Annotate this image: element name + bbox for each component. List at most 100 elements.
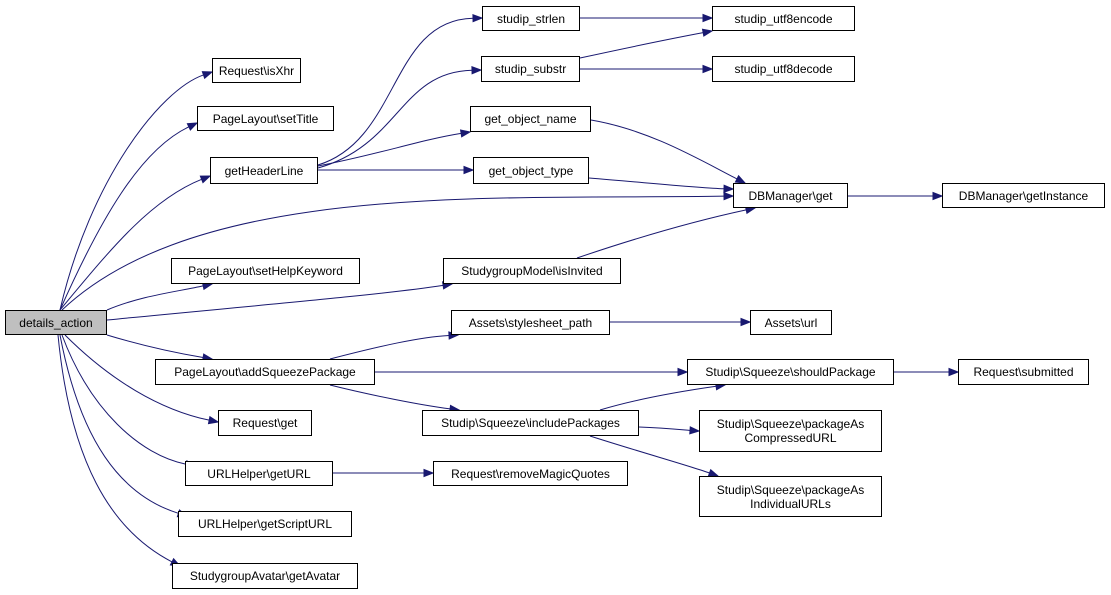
- arrowhead: [677, 367, 689, 377]
- node-includePackages[interactable]: Studip\Squeeze\includePackages: [422, 410, 639, 436]
- edge-details_action-to-setTitle: [59, 122, 199, 311]
- node-label: get_object_name: [484, 112, 577, 126]
- node-isInvited[interactable]: StudygroupModel\isInvited: [443, 258, 621, 284]
- node-substr[interactable]: studip_substr: [481, 56, 580, 82]
- node-objName[interactable]: get_object_name: [470, 106, 591, 132]
- edge-getHeaderLine-to-objType: [318, 165, 475, 175]
- node-label: studip_utf8decode: [734, 62, 833, 76]
- node-strlen[interactable]: studip_strlen: [482, 6, 580, 31]
- node-label: DBManager\get: [748, 188, 833, 203]
- node-getHeaderLine[interactable]: getHeaderLine: [210, 157, 318, 184]
- edge-substr-to-utf8decode: [580, 64, 714, 74]
- edge-stylesheet-to-assetsUrl: [610, 317, 752, 327]
- arrowhead: [723, 184, 735, 193]
- node-label: StudygroupAvatar\getAvatar: [189, 569, 341, 583]
- node-label: details_action: [19, 315, 93, 330]
- node-setTitle[interactable]: PageLayout\setTitle: [197, 106, 334, 131]
- arrowhead: [702, 64, 714, 74]
- edge-details_action-to-requestGet: [64, 334, 220, 425]
- edge-details_action-to-getURL: [61, 334, 197, 469]
- node-label: PageLayout\setTitle: [212, 111, 319, 126]
- node-label: Studip\Squeeze\packageAs: [716, 417, 865, 431]
- arrowhead: [186, 122, 199, 131]
- node-isXhr[interactable]: Request\isXhr: [212, 58, 301, 83]
- node-label: Studip\Squeeze\shouldPackage: [705, 365, 876, 379]
- node-objType[interactable]: get_object_type: [473, 157, 589, 184]
- arrowhead: [948, 367, 960, 377]
- node-label: Assets\stylesheet_path: [468, 315, 593, 330]
- node-label: DBManager\getInstance: [958, 188, 1089, 203]
- node-label: studip_substr: [494, 62, 567, 76]
- node-label: Request\removeMagicQuotes: [451, 466, 610, 481]
- node-removeMagic[interactable]: Request\removeMagicQuotes: [433, 461, 628, 486]
- node-utf8encode[interactable]: studip_utf8encode: [712, 6, 855, 31]
- node-details-action[interactable]: details_action: [5, 310, 107, 335]
- edge-details_action-to-setHelpKeyword: [106, 281, 214, 311]
- node-label: Studip\Squeeze\packageAs: [716, 482, 865, 497]
- edge-getHeaderLine-to-objName: [317, 129, 472, 167]
- node-requestGet[interactable]: Request\get: [218, 410, 312, 436]
- node-dbGet[interactable]: DBManager\get: [733, 183, 848, 208]
- edge-includePackages-to-shouldPackage: [599, 382, 727, 411]
- arrowhead: [459, 129, 472, 138]
- node-assetsUrl[interactable]: Assets\url: [750, 310, 832, 335]
- edge-addSqueezePackage-to-includePackages: [329, 384, 461, 413]
- edge-details_action-to-dbGet: [61, 191, 735, 311]
- node-label: URLHelper\getScriptURL: [197, 517, 333, 531]
- node-addSqueezePackage[interactable]: PageLayout\addSqueezePackage: [155, 359, 375, 385]
- edge-details_action-to-addSqueezePackage: [106, 334, 214, 362]
- node-label: Studip\Squeeze\includePackages: [441, 416, 620, 430]
- node-getScriptURL[interactable]: URLHelper\getScriptURL: [178, 511, 352, 537]
- arrowhead: [472, 13, 484, 23]
- arrowhead: [932, 191, 944, 201]
- arrowhead: [423, 468, 435, 478]
- node-label: Request\isXhr: [218, 63, 295, 78]
- arrowhead: [734, 174, 747, 184]
- edge-getURL-to-removeMagic: [333, 468, 435, 478]
- node-label: getHeaderLine: [224, 163, 304, 178]
- edge-addSqueezePackage-to-shouldPackage: [375, 367, 689, 377]
- node-label: CompressedURL: [744, 431, 837, 445]
- node-submitted[interactable]: Request\submitted: [958, 359, 1089, 385]
- edge-getHeaderLine-to-strlen: [317, 13, 484, 166]
- node-label: studip_utf8encode: [734, 11, 833, 26]
- node-label: StudygroupModel\isInvited: [461, 264, 603, 278]
- arrowhead: [702, 13, 714, 23]
- arrowhead: [463, 165, 475, 175]
- edge-getHeaderLine-to-substr: [317, 66, 483, 169]
- edge-details_action-to-getHeaderLine: [59, 175, 212, 311]
- node-shouldPackage[interactable]: Studip\Squeeze\shouldPackage: [687, 359, 894, 385]
- edge-substr-to-utf8encode: [579, 28, 714, 59]
- node-label: Assets\url: [764, 315, 818, 330]
- arrowhead: [201, 71, 214, 80]
- arrowhead: [689, 426, 701, 435]
- node-getURL[interactable]: URLHelper\getURL: [185, 461, 333, 486]
- arrowhead: [723, 191, 735, 201]
- node-stylesheet[interactable]: Assets\stylesheet_path: [451, 310, 610, 335]
- edge-includePackages-to-compressed: [638, 426, 701, 435]
- edge-objName-to-dbGet: [590, 119, 747, 184]
- arrowhead: [701, 28, 714, 37]
- arrowhead: [471, 66, 483, 75]
- edge-details_action-to-isInvited: [106, 281, 454, 321]
- node-getAvatar[interactable]: StudygroupAvatar\getAvatar: [172, 563, 358, 589]
- node-utf8decode[interactable]: studip_utf8decode: [712, 56, 855, 82]
- node-label: Request\submitted: [973, 365, 1074, 379]
- arrowhead: [199, 175, 212, 184]
- edge-dbGet-to-getInstance: [848, 191, 944, 201]
- edge-shouldPackage-to-submitted: [894, 367, 960, 377]
- node-setHelpKeyword[interactable]: PageLayout\setHelpKeyword: [171, 258, 360, 284]
- arrowhead: [740, 317, 752, 327]
- edge-objType-to-dbGet: [588, 177, 735, 193]
- node-label: PageLayout\addSqueezePackage: [174, 365, 356, 379]
- node-label: IndividualURLs: [750, 496, 831, 511]
- edge-strlen-to-utf8encode: [580, 13, 714, 23]
- edge-details_action-to-isXhr: [59, 71, 214, 311]
- node-getInstance[interactable]: DBManager\getInstance: [942, 183, 1105, 208]
- node-label: studip_strlen: [496, 11, 566, 26]
- node-label: URLHelper\getURL: [207, 466, 311, 481]
